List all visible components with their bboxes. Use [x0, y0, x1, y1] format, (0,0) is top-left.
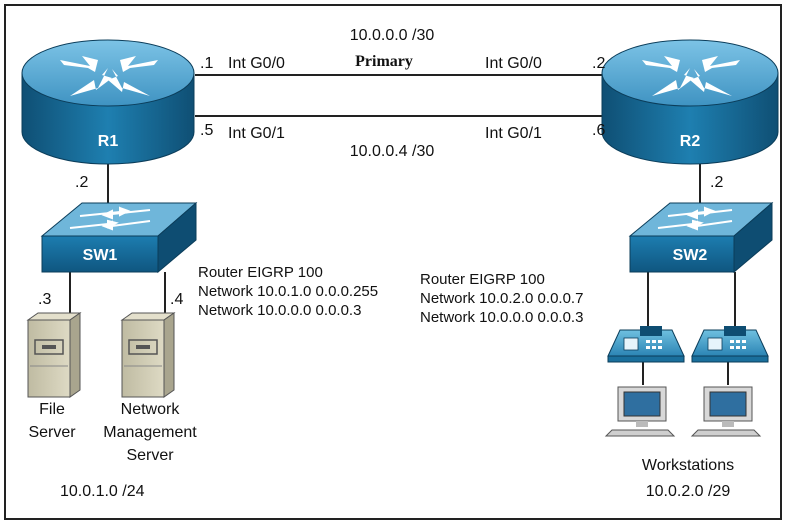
workstation-icon: [604, 386, 676, 437]
router-arrows-icon: [642, 56, 740, 96]
r2-g01-intf-label: Int G0/1: [485, 125, 542, 142]
router-r1-name: R1: [98, 133, 119, 150]
r1-eigrp-line-2: Network 10.0.1.0 0.0.0.255: [198, 283, 378, 300]
r1-g00-intf-label: Int G0/0: [228, 55, 285, 72]
router-r2-name: R2: [680, 133, 701, 150]
nms-server-icon: [120, 312, 176, 398]
nms-host-label: .4: [170, 291, 183, 308]
workstation-icon: [690, 386, 762, 437]
switch-arrows-icon: [657, 206, 733, 231]
r2-eigrp-line-3: Network 10.0.0.0 0.0.0.3: [420, 309, 583, 326]
file-server-host-label: .3: [38, 291, 51, 308]
primary-subnet-label: 10.0.0.0 /30: [350, 27, 435, 44]
switch-sw2-name: SW2: [673, 247, 708, 264]
r2-eigrp-line-2: Network 10.0.2.0 0.0.0.7: [420, 290, 583, 307]
router-r2: R2: [601, 39, 779, 165]
nms-name-line-3: Server: [126, 447, 174, 464]
r1-g01-intf-label: Int G0/1: [228, 125, 285, 142]
ip-phone-icon: [691, 326, 769, 363]
r2-g01-host-label: .6: [592, 122, 605, 139]
r2-g00-host-label: .2: [592, 55, 605, 72]
switch-sw2: SW2: [628, 201, 774, 274]
ip-phone-icon: [607, 326, 685, 363]
r2-lan-host-label: .2: [710, 174, 723, 191]
file-server-name-line-1: File: [39, 401, 65, 418]
router-arrows-icon: [60, 56, 158, 96]
r1-g00-host-label: .1: [200, 55, 213, 72]
secondary-subnet-label: 10.0.0.4 /30: [350, 143, 435, 160]
router-r1: R1: [21, 39, 195, 165]
workstations-label: Workstations: [642, 457, 734, 474]
r2-eigrp-line-1: Router EIGRP 100: [420, 271, 545, 288]
r2-g00-intf-label: Int G0/0: [485, 55, 542, 72]
switch-sw1: SW1: [40, 201, 198, 274]
r1-eigrp-line-1: Router EIGRP 100: [198, 264, 323, 281]
nms-name-line-2: Management: [103, 424, 197, 441]
nms-name-line-1: Network: [121, 401, 181, 418]
switch-arrows-icon: [69, 206, 151, 231]
workstations-subnet-label: 10.0.2.0 /29: [646, 483, 731, 500]
r1-lan-host-label: .2: [75, 174, 88, 191]
file-server-name-line-2: Server: [28, 424, 76, 441]
server-subnet-label: 10.0.1.0 /24: [60, 483, 145, 500]
r1-g01-host-label: .5: [200, 122, 213, 139]
primary-link-label: Primary: [355, 53, 413, 70]
switch-sw1-name: SW1: [83, 247, 118, 264]
r1-eigrp-line-3: Network 10.0.0.0 0.0.0.3: [198, 302, 361, 319]
file-server-icon: [26, 312, 82, 398]
